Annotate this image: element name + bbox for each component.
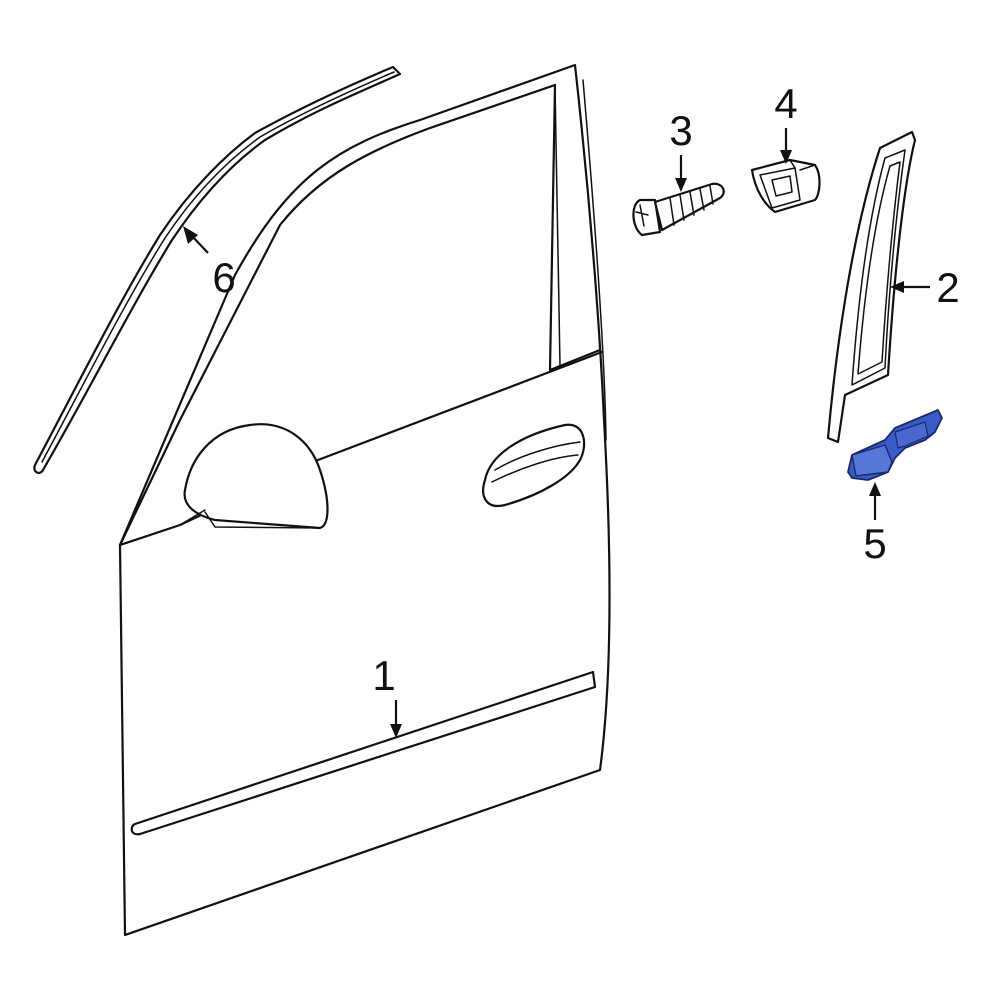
clip-face [759, 167, 801, 209]
callout-arrowhead-2 [890, 281, 904, 293]
part-6-window-molding [33, 65, 402, 474]
applique-outer [826, 130, 917, 444]
callout-3: 3 [669, 107, 693, 192]
applique-inner-border-2 [857, 161, 901, 375]
callout-label-5: 5 [863, 520, 886, 567]
door-b-pillar-edge [554, 84, 561, 366]
window-sill [118, 350, 604, 547]
callout-arrowhead-3 [675, 178, 687, 192]
callout-label-6: 6 [212, 254, 235, 301]
callout-4: 4 [774, 80, 798, 164]
callout-5: 5 [863, 482, 887, 567]
window-molding-strip [33, 65, 402, 474]
screw-thread-1 [669, 197, 675, 226]
bracket-face-lower [851, 444, 893, 477]
window-frame [118, 83, 602, 547]
front-door [118, 63, 611, 937]
mirror-base [204, 511, 321, 529]
part-4-clip [750, 158, 821, 214]
window-molding-inner-edge [41, 71, 395, 463]
bracket-face-upper [894, 421, 929, 449]
door-rear-edge [582, 79, 607, 441]
screw-shank [653, 182, 725, 232]
callout-label-3: 3 [669, 107, 692, 154]
applique-inner-border [851, 149, 906, 386]
clip-slot [771, 175, 793, 197]
callout-2: 2 [890, 264, 960, 311]
clip-edge [789, 159, 816, 171]
screw-thread-2 [679, 194, 685, 221]
handle-grip-lower [491, 454, 579, 483]
screw-thread-3 [689, 191, 695, 216]
part-2-pillar-applique [826, 130, 917, 444]
screw-slot [635, 204, 649, 227]
callout-label-1: 1 [372, 652, 395, 699]
handle-grip [494, 441, 581, 471]
mirror-housing [183, 423, 329, 530]
part-5-bracket [847, 409, 943, 481]
mirror-mount [179, 509, 206, 526]
callout-arrow-6 [191, 235, 209, 254]
callout-arrowhead-5 [869, 482, 881, 496]
callout-1: 1 [372, 652, 402, 738]
callout-label-4: 4 [774, 80, 797, 127]
part-3-screw [632, 182, 725, 237]
callout-arrowhead-4 [780, 150, 792, 164]
callout-label-2: 2 [936, 264, 959, 311]
door-handle [482, 423, 586, 508]
callout-6: 6 [183, 226, 236, 301]
screw-thread-5 [709, 185, 714, 205]
screw-thread-4 [699, 188, 705, 211]
body-side-molding [130, 670, 597, 836]
callout-arrowhead-6 [183, 226, 198, 244]
side-mirror [179, 423, 329, 530]
callout-arrowhead-1 [390, 724, 402, 738]
